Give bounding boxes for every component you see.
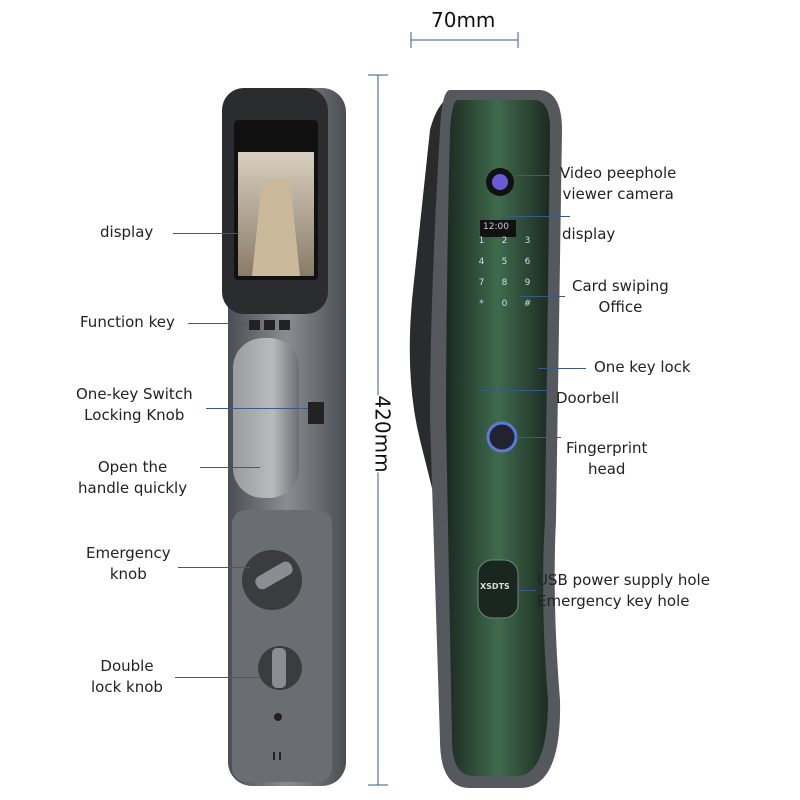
function-key-3	[279, 320, 290, 330]
screen-time: 12:00	[483, 222, 509, 232]
handle	[233, 338, 299, 498]
fingerprint-sensor	[486, 421, 518, 453]
keypad-key: 5	[501, 257, 508, 267]
label-function-key: Function key	[80, 313, 175, 331]
inner-lock-body	[222, 88, 346, 786]
keypad-key: 9	[524, 278, 531, 288]
keypad: 1 2 3 4 5 6 7 8 9 * 0 #	[470, 236, 540, 309]
label-doorbell: Doorbell	[556, 389, 620, 407]
keypad-key: 8	[501, 278, 508, 288]
keypad-key: #	[523, 299, 532, 309]
usb-emergency-cover	[477, 559, 519, 619]
label-one-key-lock: One key lock	[594, 358, 691, 376]
switch-knob	[308, 402, 324, 424]
function-key-2	[264, 320, 275, 330]
keypad-key: 0	[501, 299, 508, 309]
outer-display	[480, 220, 516, 237]
keypad-key: 3	[524, 236, 531, 246]
keypad-key: 7	[478, 278, 485, 288]
height-dimension: 420mm	[370, 395, 395, 473]
function-key-1	[249, 320, 260, 330]
keypad-key: 2	[501, 236, 508, 246]
keypad-key: 1	[478, 236, 485, 246]
width-dimension: 70mm	[431, 8, 496, 32]
keypad-key: 4	[478, 257, 485, 267]
label-outer-display: display	[562, 225, 616, 243]
keypad-key: 6	[524, 257, 531, 267]
keypad-key: *	[479, 299, 484, 309]
outer-lock-body	[409, 90, 562, 788]
label-display: display	[100, 223, 154, 241]
brand-logo: XSDTS	[480, 582, 510, 591]
